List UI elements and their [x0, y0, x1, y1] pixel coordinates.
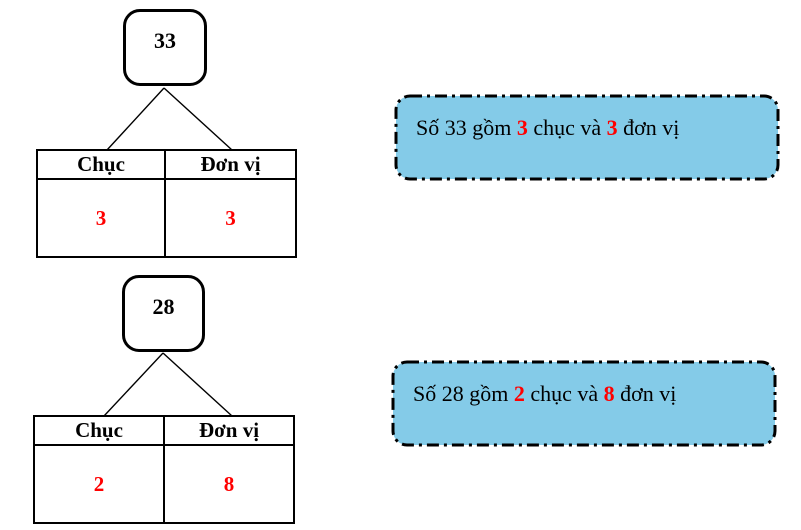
place-value-table-28: Chục Đơn vị 2 8 — [33, 415, 295, 524]
connector-line-right-33 — [163, 87, 233, 151]
table-header-row: Chục Đơn vị — [36, 149, 297, 180]
callout-text-33: Số 33 gồm 3 chục và 3 đơn vị — [394, 94, 780, 141]
callout-text-28: Số 28 gồm 2 chục và 8 đơn vị — [391, 360, 777, 407]
callout-border-33 — [394, 94, 780, 181]
callout-28: Số 28 gồm 2 chục và 8 đơn vị — [391, 360, 777, 447]
callout-text-middle: chục và — [524, 381, 604, 406]
table-value-tens: 2 — [33, 444, 165, 524]
number-label-33: 33 — [154, 27, 176, 53]
table-header-units: Đơn vị — [163, 415, 295, 446]
callout-units-value: 3 — [606, 115, 618, 140]
callout-text-before: Số 28 gồm — [413, 381, 514, 406]
connector-line-left-28 — [103, 352, 164, 417]
place-value-table-33: Chục Đơn vị 3 3 — [36, 149, 297, 258]
table-value-units: 3 — [164, 178, 297, 258]
table-header-tens: Chục — [36, 149, 166, 180]
callout-33: Số 33 gồm 3 chục và 3 đơn vị — [394, 94, 780, 181]
callout-units-value: 8 — [603, 381, 615, 406]
callout-tens-value: 3 — [516, 115, 528, 140]
callout-tens-value: 2 — [513, 381, 525, 406]
number-label-28: 28 — [152, 293, 175, 319]
table-value-row: 3 3 — [36, 178, 297, 258]
table-value-tens: 3 — [36, 178, 166, 258]
callout-text-middle: chục và — [527, 115, 607, 140]
number-box-33: 33 — [123, 9, 207, 86]
table-value-units: 8 — [163, 444, 295, 524]
table-header-units: Đơn vị — [164, 149, 297, 180]
callout-text-after: đơn vị — [617, 115, 680, 140]
connector-line-left-33 — [106, 87, 165, 151]
table-header-row: Chục Đơn vị — [33, 415, 295, 446]
table-value-row: 2 8 — [33, 444, 295, 524]
connector-line-right-28 — [162, 352, 233, 417]
callout-border-28 — [391, 360, 777, 447]
number-box-28: 28 — [122, 275, 205, 352]
callout-text-after: đơn vị — [614, 381, 677, 406]
callout-text-before: Số 33 gồm — [416, 115, 517, 140]
table-header-tens: Chục — [33, 415, 165, 446]
